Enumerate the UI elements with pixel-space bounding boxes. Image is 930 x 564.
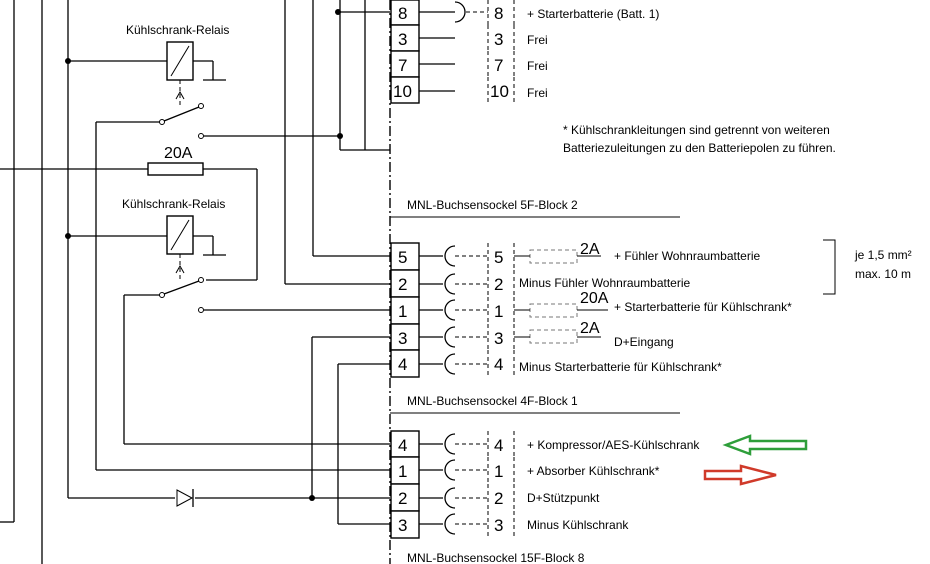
pin-left: 7 (398, 56, 407, 75)
top-row-7: 7 7 Frei (390, 50, 548, 78)
block2-row-2: 2 2 Minus Fühler Wohnraumbatterie (390, 269, 691, 298)
pin-left: 10 (393, 82, 412, 101)
block8-title: MNL-Buchsensockel 15F-Block 8 (407, 551, 585, 564)
pin-left: 3 (398, 30, 407, 49)
row-desc: Minus Starterbatterie für Kühlschrank* (519, 360, 722, 374)
main-fuse: 20A (0, 145, 258, 281)
fuse-label: 20A (580, 290, 609, 307)
block1: 4 4 + Kompressor/AES-Kühlschrank 1 1 + A… (390, 430, 700, 539)
row-desc: + Starterbatterie für Kühlschrank* (614, 300, 792, 314)
pin-right: 4 (494, 436, 503, 455)
pin-right: 2 (494, 275, 503, 294)
main-fuse-body (147, 162, 204, 176)
row-desc: Frei (527, 86, 548, 100)
pin-left: 3 (398, 516, 407, 535)
junction-dots (65, 9, 343, 501)
pin-left: 2 (398, 489, 407, 508)
pin-right: 4 (494, 355, 503, 374)
pin-right: 1 (494, 462, 503, 481)
block1-row-3: 2 2 D+Stützpunkt (390, 483, 600, 512)
pin-right: 5 (494, 248, 503, 267)
cable-spec-line-1: je 1,5 mm² (854, 248, 912, 262)
pin-right: 3 (494, 516, 503, 535)
fuse-label: 2A (580, 241, 600, 258)
pin-left: 5 (398, 248, 407, 267)
pin-left: 4 (398, 355, 407, 374)
relay-bottom-title: Kühlschrank-Relais (122, 197, 225, 211)
row-desc: + Fühler Wohnraumbatterie (614, 249, 761, 263)
red-arrow-icon (703, 464, 777, 486)
pin-left: 2 (398, 275, 407, 294)
block1-row-2: 1 1 + Absorber Kühlschrank* (390, 456, 660, 485)
relay-bottom: Kühlschrank-Relais (68, 197, 390, 444)
pin-right: 8 (494, 4, 503, 23)
pin-left: 1 (398, 302, 407, 321)
row-desc: + Kompressor/AES-Kühlschrank (527, 438, 700, 452)
fuse-label: 2A (580, 320, 600, 337)
block2-row-1: 5 5 2A + Fühler Wohnraumbatterie (390, 241, 761, 271)
top-row-8: 8 8 + Starterbatterie (Batt. 1) (390, 0, 659, 26)
row-desc: D+Eingang (614, 335, 674, 349)
relay-top: Kühlschrank-Relais (68, 23, 340, 470)
row-desc: Minus Kühlschrank (527, 518, 629, 532)
block1-row-4: 3 3 Minus Kühlschrank (390, 510, 629, 539)
block2-row-5: 4 4 Minus Starterbatterie für Kühlschran… (390, 349, 722, 378)
pin-right: 3 (494, 329, 503, 348)
pin-right: 7 (494, 56, 503, 75)
main-fuse-label: 20A (164, 145, 193, 162)
relay-top-title: Kühlschrank-Relais (126, 23, 229, 37)
block2-title: MNL-Buchsensockel 5F-Block 2 (407, 198, 578, 212)
pin-right: 2 (494, 489, 503, 508)
cable-spec-line-2: max. 10 m (855, 267, 911, 281)
pin-left: 1 (398, 462, 407, 481)
cable-spec: je 1,5 mm² max. 10 m (823, 239, 912, 295)
pin-left: 8 (398, 4, 407, 23)
row-desc: Frei (527, 59, 548, 73)
pin-right: 10 (490, 82, 509, 101)
vertical-wires (68, 0, 390, 525)
pin-left: 4 (398, 436, 407, 455)
row-desc: + Absorber Kühlschrank* (527, 464, 660, 478)
pin-left: 3 (398, 329, 407, 348)
pin-right: 3 (494, 30, 503, 49)
row-desc: + Starterbatterie (Batt. 1) (527, 7, 659, 21)
note-line-1: * Kühlschrankleitungen sind getrennt von… (563, 123, 830, 137)
green-arrow-icon (722, 434, 808, 456)
row-desc: Frei (527, 33, 548, 47)
left-bus-lines (0, 0, 43, 564)
row-desc: Minus Fühler Wohnraumbatterie (519, 276, 691, 290)
row-desc: D+Stützpunkt (527, 491, 600, 505)
top-row-10: 10 10 Frei (390, 76, 548, 104)
block1-row-1: 4 4 + Kompressor/AES-Kühlschrank (390, 430, 700, 458)
note: * Kühlschrankleitungen sind getrennt von… (563, 123, 836, 155)
top-row-3: 3 3 Frei (390, 24, 548, 52)
block2-row-4: 3 3 2A D+Eingang (390, 320, 674, 351)
cable-spec-bracket (823, 239, 836, 295)
top-block: 8 8 + Starterbatterie (Batt. 1) 3 3 Frei… (390, 0, 659, 104)
block2-row-3: 1 1 20A + Starterbatterie für Kühlschran… (390, 290, 792, 325)
diode (176, 489, 194, 507)
note-line-2: Batteriezuleitungen zu den Batteriepolen… (563, 141, 836, 155)
block1-title: MNL-Buchsensockel 4F-Block 1 (407, 394, 578, 408)
pin-right: 1 (494, 302, 503, 321)
block2: 5 5 2A + Fühler Wohnraumbatterie 2 2 Min… (390, 241, 792, 378)
